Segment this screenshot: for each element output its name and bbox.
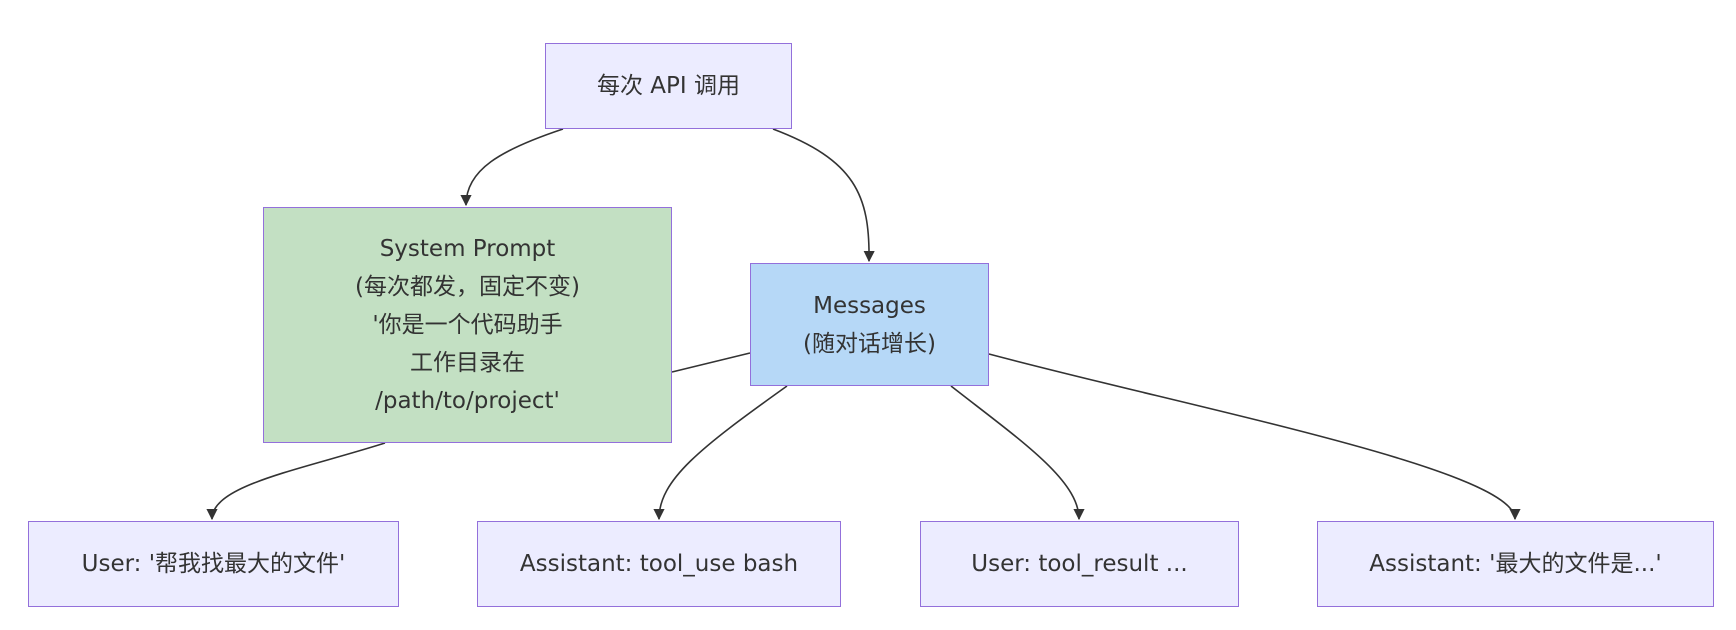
edge-api-to-system-prompt [460,128,564,207]
messages-title: Messages [813,292,926,319]
system-prompt-text-line-1: '你是一个代码助手 [372,312,563,338]
edge-api-to-messages [772,128,875,263]
edge-system-prompt-to-user-1 [206,442,386,521]
assistant-message-node-2: Assistant: '最大的文件是...' [1317,521,1714,607]
messages-note: (随对话增长) [803,330,936,357]
assistant-message-node-1: Assistant: tool_use bash [477,521,841,607]
api-call-node: 每次 API 调用 [545,43,792,129]
api-call-label: 每次 API 调用 [596,73,740,99]
assistant-message-label-2: Assistant: '最大的文件是...' [1369,551,1662,577]
messages-node: Messages (随对话增长) [750,263,989,386]
system-prompt-text-line-3: /path/to/project' [375,388,560,414]
user-message-label-1: User: '帮我找最大的文件' [81,551,346,577]
user-message-node-1: User: '帮我找最大的文件' [28,521,399,607]
system-prompt-title: System Prompt [379,236,556,262]
edge-messages-to-user-2 [950,385,1085,521]
edge-system-prompt-to-messages [671,352,751,373]
system-prompt-text-line-2: 工作目录在 [410,350,525,376]
user-message-label-2: User: tool_result ... [971,551,1188,577]
system-prompt-node: System Prompt (每次都发，固定不变) '你是一个代码助手 工作目录… [263,207,672,443]
user-message-node-2: User: tool_result ... [920,521,1239,607]
system-prompt-note: (每次都发，固定不变) [355,274,580,300]
assistant-message-label-1: Assistant: tool_use bash [519,551,799,577]
edge-messages-to-assistant-1 [653,385,788,521]
edge-messages-to-assistant-2 [988,353,1521,521]
